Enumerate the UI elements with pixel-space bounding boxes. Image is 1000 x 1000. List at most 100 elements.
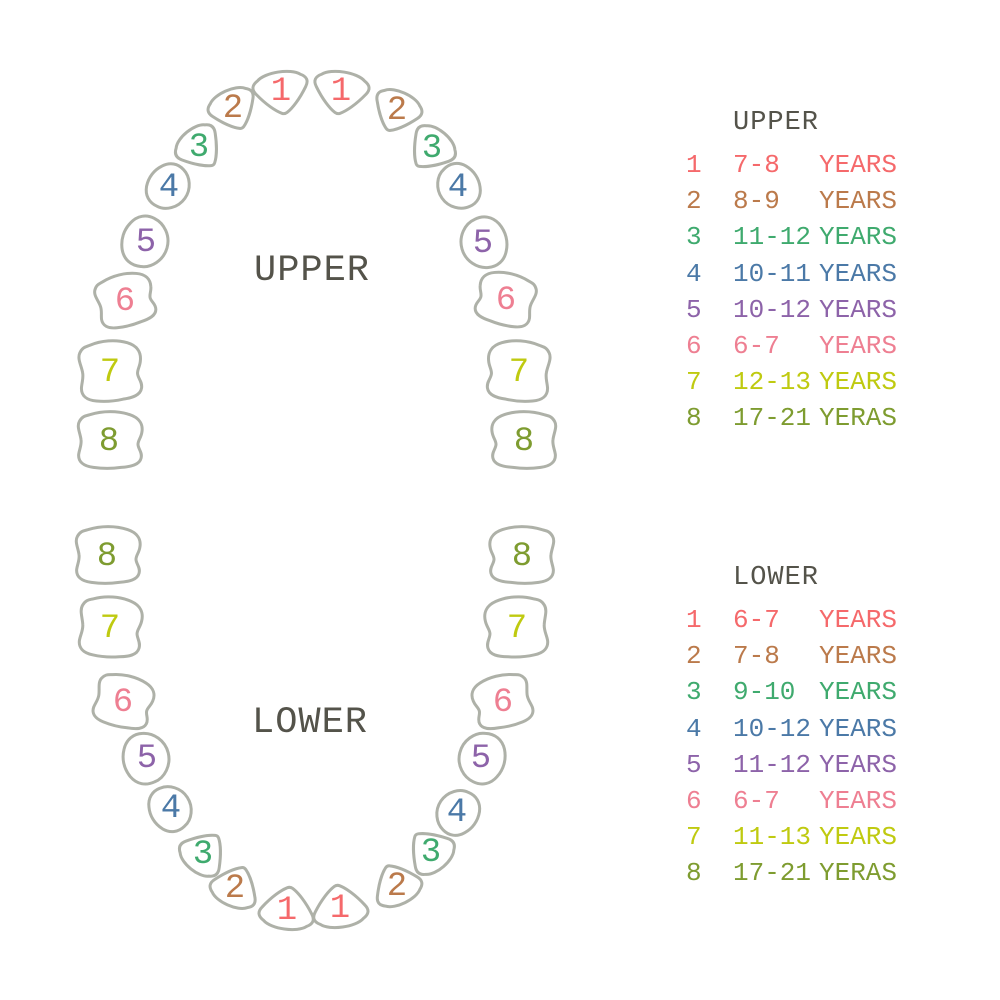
legend-years-label: YEARS: [819, 258, 898, 289]
legend-age-range: 17-21: [733, 403, 812, 434]
tooth-shape-icon: [421, 149, 495, 225]
tooth-shape-icon: [110, 204, 181, 281]
tooth-upper-right-8: 8: [486, 408, 563, 474]
legend-tooth-number: 3: [686, 677, 702, 708]
legend-years-label: YEARS: [819, 331, 898, 362]
tooth-number: 7: [99, 354, 121, 392]
upper-arch-label: UPPER: [253, 250, 371, 292]
legend-age-range: 6-7: [733, 331, 780, 362]
tooth-upper-right-6: 6: [472, 270, 540, 330]
tooth-shape-icon: [447, 205, 518, 282]
legend-tooth-number: 1: [686, 605, 702, 636]
tooth-shape-icon: [69, 523, 146, 589]
legend-years-label: YEARS: [819, 186, 898, 217]
legend-years-label: YEARS: [819, 786, 898, 817]
tooth-shape-icon: [134, 770, 208, 846]
tooth-number: 3: [188, 129, 210, 167]
tooth-number: 8: [511, 538, 533, 576]
legend-tooth-number: 8: [686, 858, 702, 889]
tooth-number: 2: [386, 92, 408, 130]
tooth-shape-icon: [480, 335, 559, 410]
tooth-number: 3: [420, 834, 442, 872]
tooth-upper-left-2: 2: [204, 82, 262, 134]
legend-tooth-number: 2: [686, 641, 702, 672]
legend-age-range: 12-13: [733, 367, 812, 398]
tooth-shape-icon: [83, 665, 163, 740]
tooth-number: 8: [513, 423, 535, 461]
tooth-number: 1: [276, 892, 298, 930]
tooth-lower-right-3: 3: [403, 825, 459, 879]
legend-tooth-number: 7: [686, 822, 702, 853]
tooth-shape-icon: [360, 74, 434, 145]
tooth-number: 5: [472, 225, 494, 263]
tooth-shape-icon: [420, 774, 494, 850]
tooth-number: 6: [492, 684, 514, 722]
tooth-number: 7: [99, 610, 121, 648]
legend-tooth-number: 6: [686, 331, 702, 362]
tooth-shape-icon: [132, 149, 207, 225]
tooth-number: 8: [96, 538, 118, 576]
legend-years-label: YEARS: [819, 822, 898, 853]
tooth-upper-right-3: 3: [404, 121, 460, 175]
tooth-lower-left-2: 2: [206, 862, 264, 914]
tooth-number: 7: [506, 610, 528, 648]
tooth-upper-right-5: 5: [451, 215, 515, 271]
tooth-shape-icon: [160, 108, 238, 185]
legend-age-range: 8-9: [733, 186, 780, 217]
tooth-upper-left-5: 5: [114, 214, 178, 270]
tooth-shape-icon: [304, 59, 378, 123]
tooth-lower-right-6: 6: [469, 672, 537, 732]
legend-years-label: YEARS: [819, 294, 898, 325]
tooth-number: 2: [222, 90, 244, 128]
legend-age-range: 10-11: [733, 258, 812, 289]
tooth-number: 2: [224, 870, 246, 908]
tooth-number: 3: [192, 836, 214, 874]
tooth-shape-icon: [71, 591, 150, 666]
tooth-lower-left-8: 8: [69, 523, 146, 589]
tooth-shape-icon: [164, 815, 242, 892]
legend-years-label: YEARS: [819, 150, 898, 181]
tooth-number: 6: [112, 684, 134, 722]
tooth-lower-right-8: 8: [484, 523, 561, 589]
tooth-lower-left-6: 6: [89, 672, 157, 732]
legend-age-range: 9-10: [733, 677, 796, 708]
tooth-number: 1: [330, 73, 352, 111]
tooth-number: 6: [114, 283, 136, 321]
tooth-shape-icon: [304, 877, 377, 940]
tooth-lower-left-7: 7: [73, 593, 147, 663]
tooth-number: 4: [158, 169, 180, 207]
tooth-shape-icon: [466, 263, 546, 338]
tooth-number: 3: [421, 130, 443, 168]
tooth-number: 1: [270, 73, 292, 111]
legend-age-range: 10-12: [733, 294, 812, 325]
tooth-shape-icon: [196, 72, 270, 143]
tooth-shape-icon: [446, 720, 516, 796]
tooth-upper-right-7: 7: [482, 337, 556, 407]
legend-years-label: YEARS: [819, 713, 898, 744]
tooth-shape-icon: [198, 852, 272, 923]
legend-tooth-number: 4: [686, 258, 702, 289]
tooth-shape-icon: [112, 720, 182, 796]
legend-years-label: YERAS: [819, 403, 898, 434]
lower-legend-title: LOWER: [733, 563, 820, 593]
tooth-upper-left-8: 8: [71, 408, 148, 474]
legend-years-label: YEARS: [819, 677, 898, 708]
lower-arch-label: LOWER: [251, 702, 369, 744]
tooth-upper-right-2: 2: [368, 84, 426, 136]
tooth-shape-icon: [392, 813, 470, 890]
tooth-lower-right-4: 4: [428, 787, 486, 837]
legend-age-range: 11-12: [733, 749, 812, 780]
legend-age-range: 11-13: [733, 822, 812, 853]
tooth-lower-left-1: 1: [254, 883, 320, 937]
tooth-lower-right-1: 1: [307, 881, 373, 935]
